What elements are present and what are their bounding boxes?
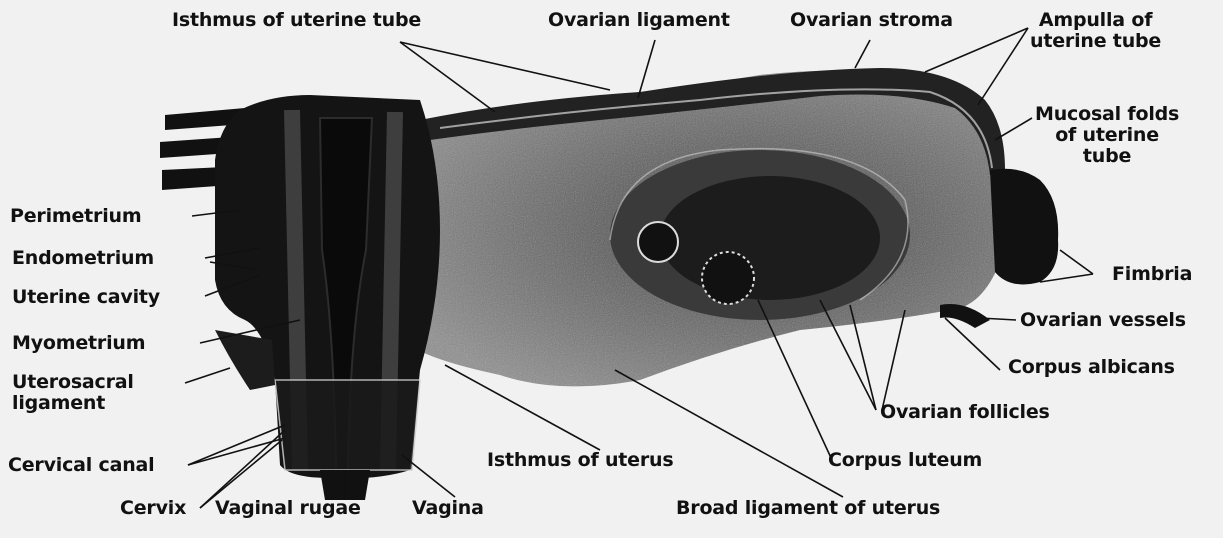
label-mucosal-line2: of uterine — [1035, 125, 1179, 146]
label-cervical-canal: Cervical canal — [8, 455, 154, 476]
label-endometrium: Endometrium — [12, 248, 154, 269]
label-myometrium: Myometrium — [12, 333, 145, 354]
label-corpus-luteum: Corpus luteum — [828, 450, 982, 471]
label-isthmus-of-uterine-tube: Isthmus of uterine tube — [172, 10, 421, 31]
label-uterosacral-line2: ligament — [12, 393, 134, 414]
label-fimbria: Fimbria — [1112, 264, 1192, 285]
label-isthmus-of-uterus: Isthmus of uterus — [487, 450, 673, 471]
label-uterosacral-ligament: Uterosacral ligament — [12, 372, 134, 414]
label-mucosal-line3: tube — [1035, 146, 1179, 167]
label-ovarian-follicles: Ovarian follicles — [880, 402, 1050, 423]
label-vagina: Vagina — [412, 498, 484, 519]
label-broad-ligament-of-uterus: Broad ligament of uterus — [676, 498, 940, 519]
label-mucosal-line1: Mucosal folds — [1035, 104, 1179, 125]
label-uterosacral-line1: Uterosacral — [12, 372, 134, 393]
corpus-albicans-shape — [638, 222, 678, 262]
label-corpus-albicans: Corpus albicans — [1008, 357, 1175, 378]
label-ampulla-line2: uterine tube — [1030, 31, 1161, 52]
label-ampulla-of-uterine-tube: Ampulla of uterine tube — [1030, 10, 1161, 52]
label-uterine-cavity: Uterine cavity — [12, 287, 160, 308]
uterosacral-ligament-shape — [215, 330, 275, 390]
label-ovarian-vessels: Ovarian vessels — [1020, 310, 1186, 331]
label-perimetrium: Perimetrium — [10, 206, 141, 227]
ovary-inner-shape — [660, 176, 880, 300]
label-cervix: Cervix — [120, 498, 186, 519]
fimbria-shape — [990, 169, 1058, 285]
label-ovarian-stroma: Ovarian stroma — [790, 10, 953, 31]
label-ovarian-ligament: Ovarian ligament — [548, 10, 730, 31]
ovarian-vessels-shape — [940, 304, 990, 328]
label-mucosal-folds: Mucosal folds of uterine tube — [1035, 104, 1179, 167]
label-vaginal-rugae: Vaginal rugae — [215, 498, 361, 519]
label-ampulla-line1: Ampulla of — [1030, 10, 1161, 31]
corpus-luteum-shape — [702, 252, 754, 304]
cervix-shape — [275, 380, 420, 470]
